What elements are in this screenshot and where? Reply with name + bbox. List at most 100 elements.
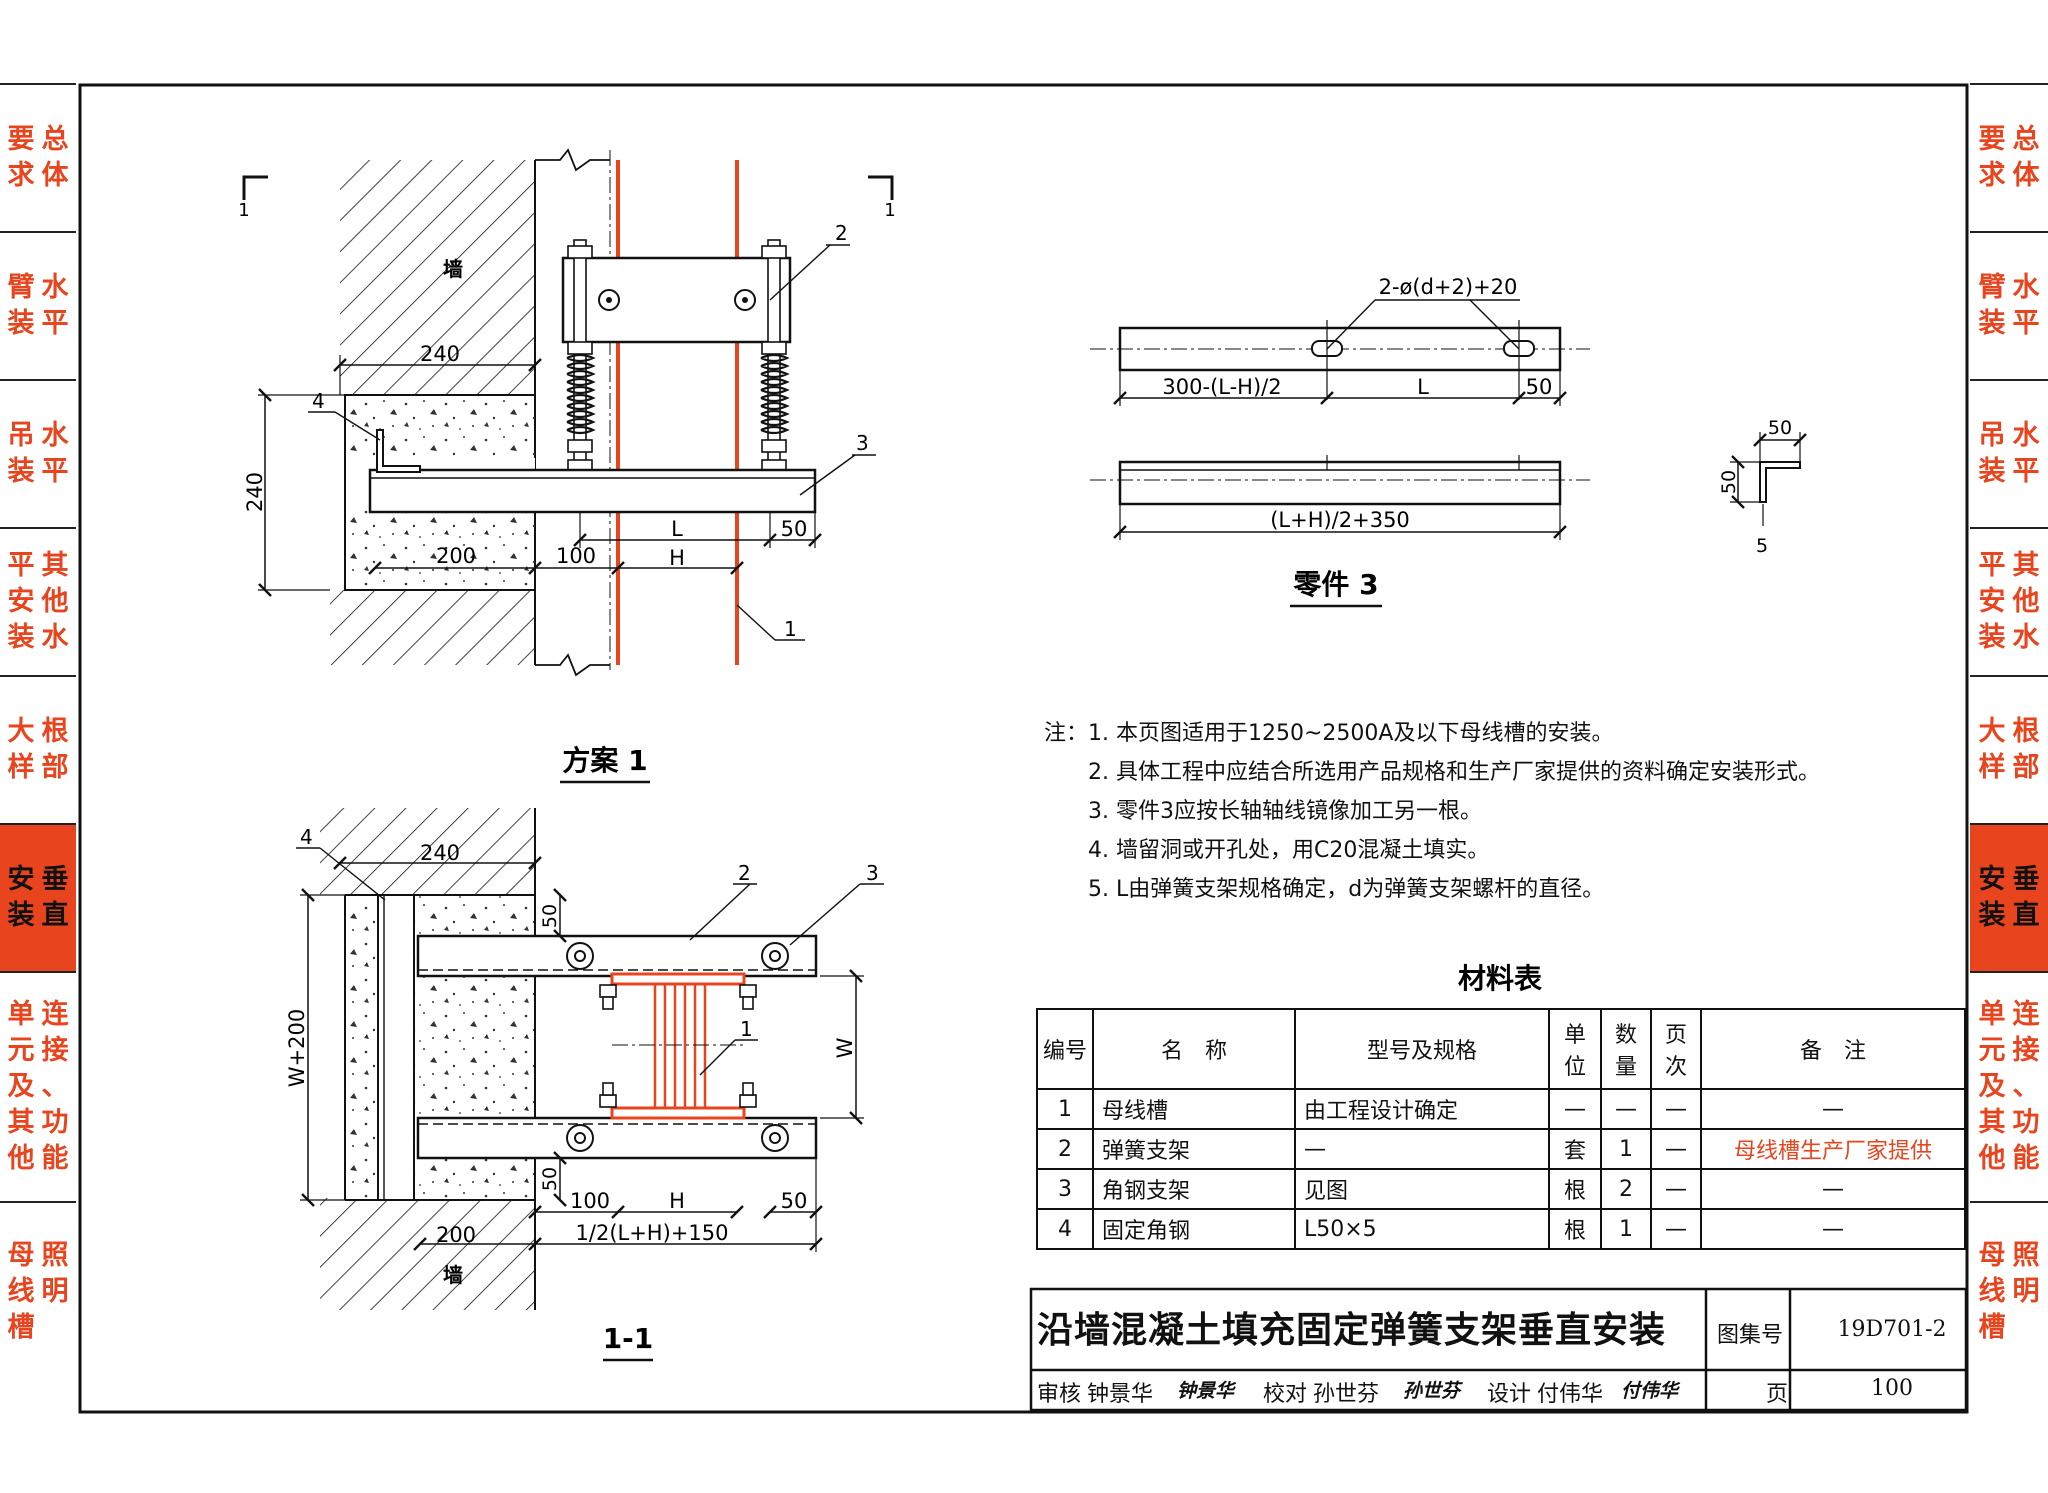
dim-L: L <box>671 517 683 541</box>
col-remark: 备 注 <box>1700 1008 1966 1090</box>
side-tab-label: 连接、功能单元及其他 <box>7 999 69 1174</box>
fixed-angle-part4 <box>376 429 421 473</box>
atlas-label: 图集号 <box>1717 1323 1784 1348</box>
side-tab-label: 水平吊装 <box>1978 420 2040 487</box>
side-tab-7[interactable]: 连接、功能单元及其他 <box>0 971 76 1201</box>
col-unit: 单位 <box>1548 1008 1602 1090</box>
section-mark-label-right: 1 <box>884 200 895 221</box>
angle-thickness: 5 <box>1756 535 1768 557</box>
checker-name: 孙世芬 <box>1313 1382 1380 1407</box>
side-tab-8[interactable]: 照明母线槽 <box>1970 1201 2048 1381</box>
note-4: 4. 墙留洞或开孔处，用C20混凝土填实。 <box>1088 838 1490 863</box>
side-tab-2[interactable]: 水平臂装 <box>0 231 76 379</box>
part3-side-view <box>1118 460 1562 506</box>
angle-support-part3 <box>368 468 817 514</box>
sec-dim-240: 240 <box>420 841 460 865</box>
side-tab-6[interactable]: 垂直安装 <box>1970 823 2048 971</box>
dim-50: 50 <box>781 517 808 541</box>
spring-bracket-plate <box>561 256 792 344</box>
note-3: 3. 零件3应按长轴轴线镜像加工另一根。 <box>1088 799 1482 824</box>
sec-dim-200: 200 <box>436 1223 476 1247</box>
sec-callout-3: 3 <box>866 861 879 885</box>
side-tab-label: 根部大样 <box>7 716 69 783</box>
designer-name: 付伟华 <box>1537 1382 1604 1407</box>
sheet-frame <box>78 83 1969 1414</box>
designer-signature: 付伟华 <box>1621 1380 1679 1402</box>
note-1: 注：1. 本页图适用于1250~2500A及以下母线槽的安装。 <box>1044 721 1614 746</box>
side-tab-label: 垂直安装 <box>1978 864 2040 931</box>
side-tab-label: 其他水平安装 <box>7 550 69 653</box>
part3-dim-50: 50 <box>1526 375 1553 399</box>
section-mark-left <box>242 175 268 200</box>
part3-hole-label: 2-ø(d+2)+20 <box>1379 275 1518 299</box>
check-label: 校对 <box>1263 1382 1308 1407</box>
part3-dim-total: (L+H)/2+350 <box>1270 508 1410 532</box>
design-label: 设计 <box>1487 1382 1532 1407</box>
side-tab-label: 垂直安装 <box>7 864 69 931</box>
side-tab-4[interactable]: 其他水平安装 <box>1970 527 2048 675</box>
side-tab-7[interactable]: 连接、功能单元及其他 <box>1970 971 2048 1201</box>
side-tab-2[interactable]: 水平臂装 <box>1970 231 2048 379</box>
spring-right <box>760 353 790 435</box>
side-tab-5[interactable]: 根部大样 <box>0 675 76 823</box>
review-label: 审核 <box>1037 1382 1082 1407</box>
side-tab-1[interactable]: 总体要求 <box>1970 83 2048 231</box>
note-2: 2. 具体工程中应结合所选用产品规格和生产厂家提供的资料确定安装形式。 <box>1088 760 1820 785</box>
side-tab-label: 照明母线槽 <box>7 1240 69 1343</box>
page-number: 100 <box>1871 1376 1913 1401</box>
sec-callout-2: 2 <box>738 861 751 885</box>
reviewer-signature: 钟景华 <box>1177 1380 1235 1402</box>
plan1-view: 1 1 墙 <box>238 148 896 784</box>
sec-dim-100: 100 <box>570 1189 610 1213</box>
angle-height: 50 <box>1718 470 1740 494</box>
notes-block: 注：1. 本页图适用于1250~2500A及以下母线槽的安装。 2. 具体工程中… <box>1044 714 1820 909</box>
callout-3: 3 <box>856 431 869 455</box>
side-tab-6[interactable]: 垂直安装 <box>0 823 76 971</box>
callout-2: 2 <box>835 221 848 245</box>
side-tab-label: 照明母线槽 <box>1978 1240 2040 1343</box>
materials-title: 材料表 <box>1458 962 1542 995</box>
side-tab-5[interactable]: 根部大样 <box>1970 675 2048 823</box>
part3-dim-a: 300-(L-H)/2 <box>1162 375 1281 399</box>
side-tab-3[interactable]: 水平吊装 <box>0 379 76 527</box>
reviewer-name: 钟景华 <box>1087 1382 1154 1407</box>
side-tab-label: 总体要求 <box>7 124 69 191</box>
section11-title: 1-1 <box>603 1322 654 1355</box>
checker-signature: 孙世芬 <box>1403 1380 1461 1402</box>
sec-dim-H: H <box>669 1189 685 1213</box>
col-name: 名 称 <box>1092 1008 1296 1090</box>
section-mark-label-left: 1 <box>238 200 249 221</box>
col-no: 编号 <box>1036 1008 1094 1090</box>
section-mark-right <box>868 175 894 200</box>
sec-callout-4: 4 <box>300 825 313 849</box>
table-header-row: 编号 名 称 型号及规格 单位 数量 页次 备 注 <box>1036 1008 1966 1090</box>
col-page: 页次 <box>1650 1008 1702 1090</box>
title-block: 沿墙混凝土填充固定弹簧支架垂直安装 图集号 19D701-2 审核 钟景华 钟景… <box>1031 1289 1966 1410</box>
sec-dim-50-top: 50 <box>539 904 561 928</box>
section11-view: 墙 <box>285 808 884 1362</box>
side-tab-label: 总体要求 <box>1978 124 2040 191</box>
side-tab-label: 根部大样 <box>1978 716 2040 783</box>
side-tab-1[interactable]: 总体要求 <box>0 83 76 231</box>
side-tab-4[interactable]: 其他水平安装 <box>0 527 76 675</box>
side-tab-8[interactable]: 照明母线槽 <box>0 1201 76 1381</box>
atlas-number: 19D701-2 <box>1837 1317 1947 1342</box>
title-block-frame <box>1029 1287 1968 1412</box>
side-tab-label: 水平臂装 <box>7 272 69 339</box>
side-tab-3[interactable]: 水平吊装 <box>1970 379 2048 527</box>
col-spec: 型号及规格 <box>1294 1008 1550 1090</box>
sec-dim-W: W <box>833 1037 857 1058</box>
side-tab-label: 连接、功能单元及其他 <box>1978 999 2040 1174</box>
side-tab-label: 水平吊装 <box>7 420 69 487</box>
sec-dim-50: 50 <box>781 1189 808 1213</box>
sec-callout-1: 1 <box>740 1017 753 1041</box>
section-busway <box>653 984 707 1108</box>
part3-dim-L: L <box>1417 375 1429 399</box>
wall-label: 墙 <box>443 257 463 281</box>
